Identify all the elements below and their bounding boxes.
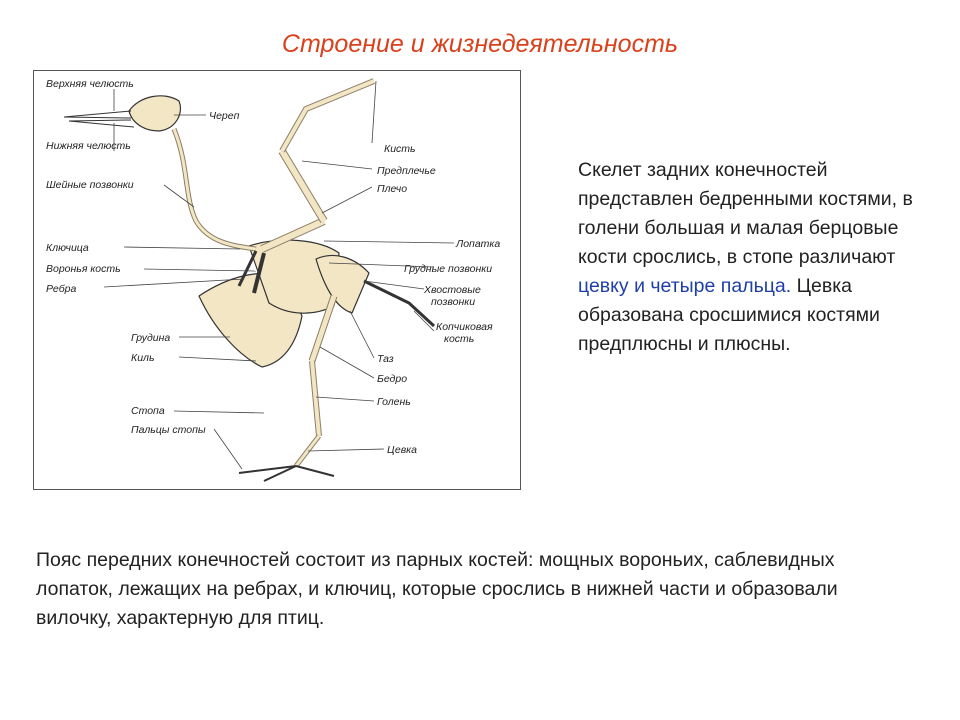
hindlimb-text-2: Цевка образована сросшимися костями пред…: [578, 275, 880, 355]
label-scapula: Лопатка: [455, 238, 500, 250]
label-ribs: Ребра: [46, 283, 76, 295]
label-foot: Стопа: [131, 405, 165, 417]
tail-vertebrae-bone: [363, 279, 436, 328]
label-tibia: Голень: [377, 396, 411, 408]
label-coracoid: Воронья кость: [46, 263, 121, 275]
bird-skeleton-figure: Верхняя челюсть Череп Нижняя челюсть Кис…: [33, 70, 521, 490]
label-hand: Кисть: [384, 143, 416, 155]
clavicle-bone: [237, 250, 258, 287]
toes-bone: [238, 465, 335, 482]
label-neck-vertebrae: Шейные позвонки: [46, 179, 134, 191]
label-shoulder: Плечо: [377, 183, 407, 195]
label-pygostyle: Копчиковая: [436, 321, 493, 333]
label-tail-vertebrae-2: позвонки: [431, 296, 475, 308]
hindlimb-text-1: Скелет задних конечностей представлен бе…: [578, 159, 913, 268]
forelimb-girdle-description: Пояс передних конечностей состоит из пар…: [36, 549, 838, 629]
label-skull: Череп: [209, 110, 240, 122]
label-tarsometatarsus: Цевка: [387, 444, 417, 456]
upper-jaw-bone: [63, 110, 132, 119]
label-forearm: Предплечье: [377, 165, 436, 177]
lower-jaw-bone: [68, 119, 135, 128]
label-pygostyle-2: кость: [444, 333, 474, 345]
label-sternum: Грудина: [131, 332, 170, 344]
label-clavicle: Ключица: [46, 242, 89, 254]
page-title: Строение и жизнедеятельность: [281, 30, 679, 58]
label-keel: Киль: [131, 352, 154, 364]
label-toes: Пальцы стопы: [131, 424, 206, 436]
bird-skeleton-diagram: Верхняя челюсть Череп Нижняя челюсть Кис…: [46, 78, 500, 482]
label-lower-jaw: Нижняя челюсть: [46, 140, 131, 152]
coracoid-bone: [252, 252, 266, 294]
hand-bone: [279, 78, 376, 153]
hindlimb-description: Скелет задних конечностей представлен бе…: [578, 156, 923, 359]
label-thoracic-vertebrae: Грудные позвонки: [404, 263, 492, 275]
pelvis-bone: [315, 254, 370, 314]
skull-bone: [128, 95, 181, 132]
hindlimb-highlight: цевку и четыре пальца.: [578, 275, 792, 297]
label-tail-vertebrae: Хвостовые: [423, 284, 481, 296]
label-upper-jaw: Верхняя челюсть: [46, 78, 134, 90]
label-femur: Бедро: [377, 373, 407, 385]
label-pelvis: Таз: [377, 353, 394, 365]
